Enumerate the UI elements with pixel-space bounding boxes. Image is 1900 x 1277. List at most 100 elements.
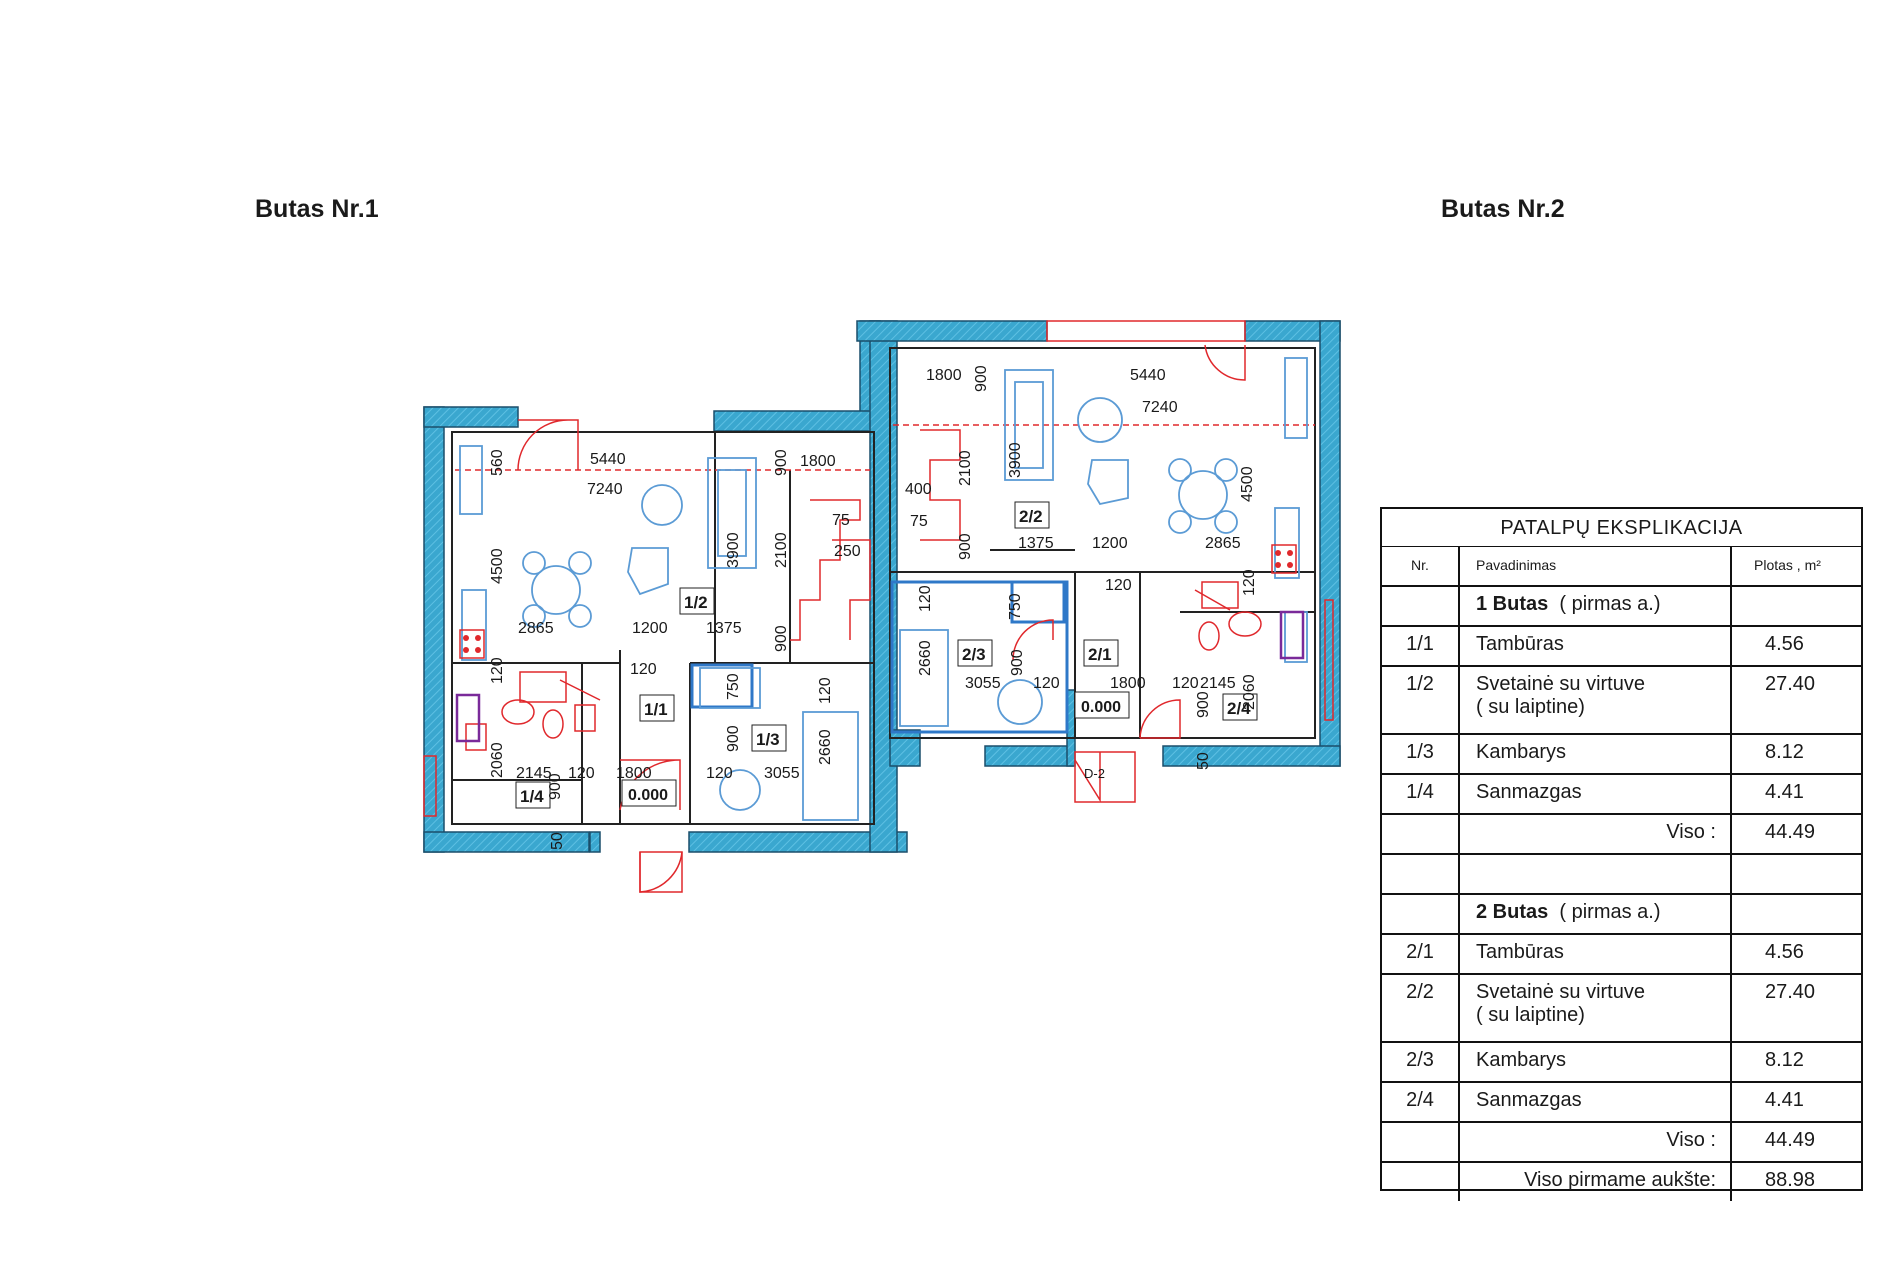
dim-r-120-d: 120 [1033, 675, 1060, 692]
table-row: 1/2 Svetainė su virtuve( su laiptine) 27… [1382, 667, 1861, 735]
dim-r-120-a: 120 [1105, 577, 1132, 594]
dim-75: 75 [832, 512, 850, 529]
header-name: Pavadinimas [1460, 547, 1732, 585]
dim-120-e: 120 [706, 765, 733, 782]
dim-4500: 4500 [489, 548, 506, 584]
dim-r-900-door: 900 [1009, 649, 1026, 676]
apartment-1-title: Butas Nr.1 [255, 195, 379, 223]
apartment-1-dimensions: 5440 7240 1800 560 900 4500 3900 2100 75… [489, 449, 861, 850]
room-box-2-4 [1222, 693, 1258, 721]
dim-r-1800-b: 1800 [1110, 675, 1146, 692]
dim-3055: 3055 [764, 765, 800, 782]
dim-r-1800: 1800 [926, 367, 962, 384]
dim-r-2660: 2660 [917, 640, 934, 676]
room-label-2-1: 2/1 [1088, 645, 1112, 664]
dim-2060: 2060 [489, 742, 506, 778]
washing-machine-2 [1279, 610, 1305, 660]
group-2-row: 2 Butas ( pirmas a.) [1382, 895, 1861, 935]
room-label-2-4: 2/4 [1227, 699, 1251, 718]
dim-r-120-e: 120 [1172, 675, 1199, 692]
dim-120-c: 120 [817, 677, 834, 704]
dim-2865: 2865 [518, 620, 554, 637]
group-1-note: ( pirmas a.) [1559, 593, 1661, 615]
dim-2145: 2145 [516, 765, 552, 782]
dim-1200: 1200 [632, 620, 668, 637]
dim-r-120-b: 120 [1241, 569, 1258, 596]
door-mark-d2: D-2 [1084, 766, 1105, 781]
level-box-2 [1074, 691, 1130, 719]
dim-r-900-mid: 900 [957, 533, 974, 560]
dim-3900: 3900 [725, 532, 742, 568]
group-2-title: 2 Butas [1476, 901, 1549, 923]
kitchen-hob-2 [1271, 544, 1297, 574]
room-label-1-4: 1/4 [520, 787, 544, 806]
table-row: 2/1 Tambūras 4.56 [1382, 935, 1861, 975]
table-row: 2/4 Sanmazgas 4.41 [1382, 1083, 1861, 1123]
room-box-2-1 [1083, 639, 1119, 667]
dim-560: 560 [489, 449, 506, 476]
dim-r-50: 50 [1195, 752, 1212, 770]
dim-900-wc: 900 [547, 773, 564, 800]
room-label-1-1: 1/1 [644, 700, 668, 719]
dim-r-2865: 2865 [1205, 535, 1241, 552]
apartment-1-furniture [459, 445, 859, 821]
apartment-2-title: Butas Nr.2 [1441, 195, 1565, 223]
table-row: 1/4 Sanmazgas 4.41 [1382, 775, 1861, 815]
dim-900-door: 900 [725, 725, 742, 752]
apartment-2-dimensions: 1800 5440 900 7240 2100 3900 400 75 4500… [905, 365, 1258, 770]
dim-750: 750 [725, 673, 742, 700]
dim-2100: 2100 [773, 532, 790, 568]
room-box-1-3 [751, 724, 787, 752]
dim-r-2145: 2145 [1200, 675, 1236, 692]
room-box-1-4 [515, 781, 551, 809]
bathroom-fixtures [501, 611, 1262, 739]
kitchen-hob-1 [459, 629, 485, 659]
dim-5440: 5440 [590, 451, 626, 468]
apartment-1-red-lines [423, 419, 871, 893]
dim-r-400: 400 [905, 481, 932, 498]
dim-r-2100: 2100 [957, 450, 974, 486]
dim-1800: 1800 [800, 453, 836, 470]
table-row: 2/2 Svetainė su virtuve( su laiptine) 27… [1382, 975, 1861, 1043]
dim-r-120-c: 120 [917, 585, 934, 612]
dim-r-5440: 5440 [1130, 367, 1166, 384]
total-2-row: Viso : 44.49 [1382, 1123, 1861, 1163]
group-1-row: 1 Butas ( pirmas a.) [1382, 587, 1861, 627]
dim-r-900-wc: 900 [1195, 691, 1212, 718]
level-mark-2: 0.000 [1081, 699, 1121, 716]
dim-r-2060: 2060 [1241, 674, 1258, 710]
dim-r-750: 750 [1007, 593, 1024, 620]
dim-r-4500: 4500 [1239, 466, 1256, 502]
level-box-1 [621, 779, 677, 807]
spacer-row [1382, 855, 1861, 895]
room-label-1-3: 1/3 [756, 730, 780, 749]
dim-7240: 7240 [587, 481, 623, 498]
dim-120-d: 120 [568, 765, 595, 782]
dim-r-3055: 3055 [965, 675, 1001, 692]
dim-r-1200: 1200 [1092, 535, 1128, 552]
washing-machine-1 [455, 693, 481, 743]
room-box-1-2 [679, 587, 715, 615]
dim-r-900-top: 900 [973, 365, 990, 392]
dim-r-75: 75 [910, 513, 928, 530]
room-label-2-2: 2/2 [1019, 507, 1043, 526]
explication-column-headers: Nr. Pavadinimas Plotas , m² [1382, 547, 1861, 587]
table-row: 1/3 Kambarys 8.12 [1382, 735, 1861, 775]
group-2-note: ( pirmas a.) [1559, 901, 1661, 923]
table-row: 2/3 Kambarys 8.12 [1382, 1043, 1861, 1083]
room-box-2-3 [957, 639, 993, 667]
table-row: 1/1 Tambūras 4.56 [1382, 627, 1861, 667]
dim-r-3900: 3900 [1007, 442, 1024, 478]
header-nr: Nr. [1382, 547, 1460, 585]
grand-total-row: Viso pirmame aukšte: 88.98 [1382, 1163, 1861, 1201]
dim-250: 250 [834, 543, 861, 560]
dim-r-7240: 7240 [1142, 399, 1178, 416]
header-area: Plotas , m² [1754, 557, 1821, 573]
level-mark-1: 0.000 [628, 787, 668, 804]
dim-50: 50 [549, 832, 566, 850]
apartment-2-furniture [899, 357, 1308, 727]
room-box-1-1 [639, 694, 675, 722]
dim-2660: 2660 [817, 729, 834, 765]
dim-900-mid: 900 [773, 625, 790, 652]
